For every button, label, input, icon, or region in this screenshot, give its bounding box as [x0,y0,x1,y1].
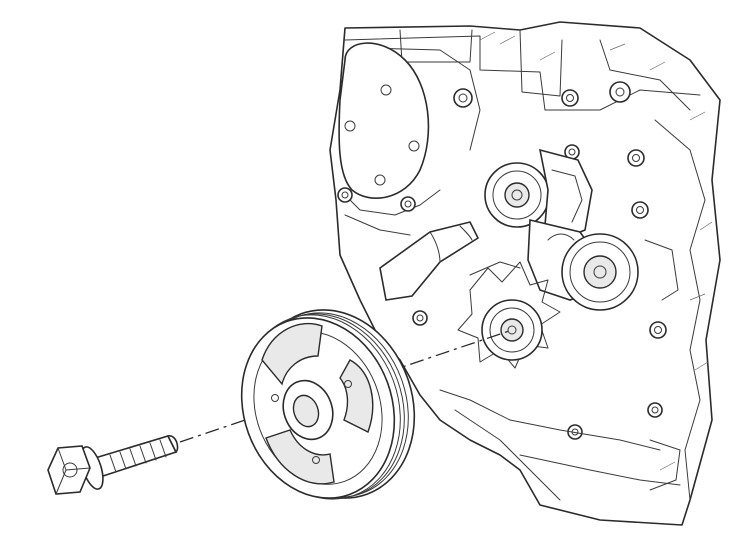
housing-bolt-11 [649,321,667,339]
housing-bolt-6 [627,149,645,167]
tensioner-pulley [527,218,639,311]
housing-bolt-1 [453,88,473,108]
housing-bolt-2 [561,89,579,107]
housing-bolt-4 [337,187,353,203]
housing-bolt-7 [631,201,649,219]
housing-bolt-3 [609,81,631,103]
idler-pulley [484,148,593,241]
housing-bolt-9 [412,310,428,326]
water-pump-pulley [457,261,561,369]
engine-front [329,21,721,526]
housing-bolt-12 [647,402,663,418]
housing-bolt-5 [400,196,416,212]
crankshaft-pulley [240,309,416,500]
pulley-bolt [47,435,179,495]
